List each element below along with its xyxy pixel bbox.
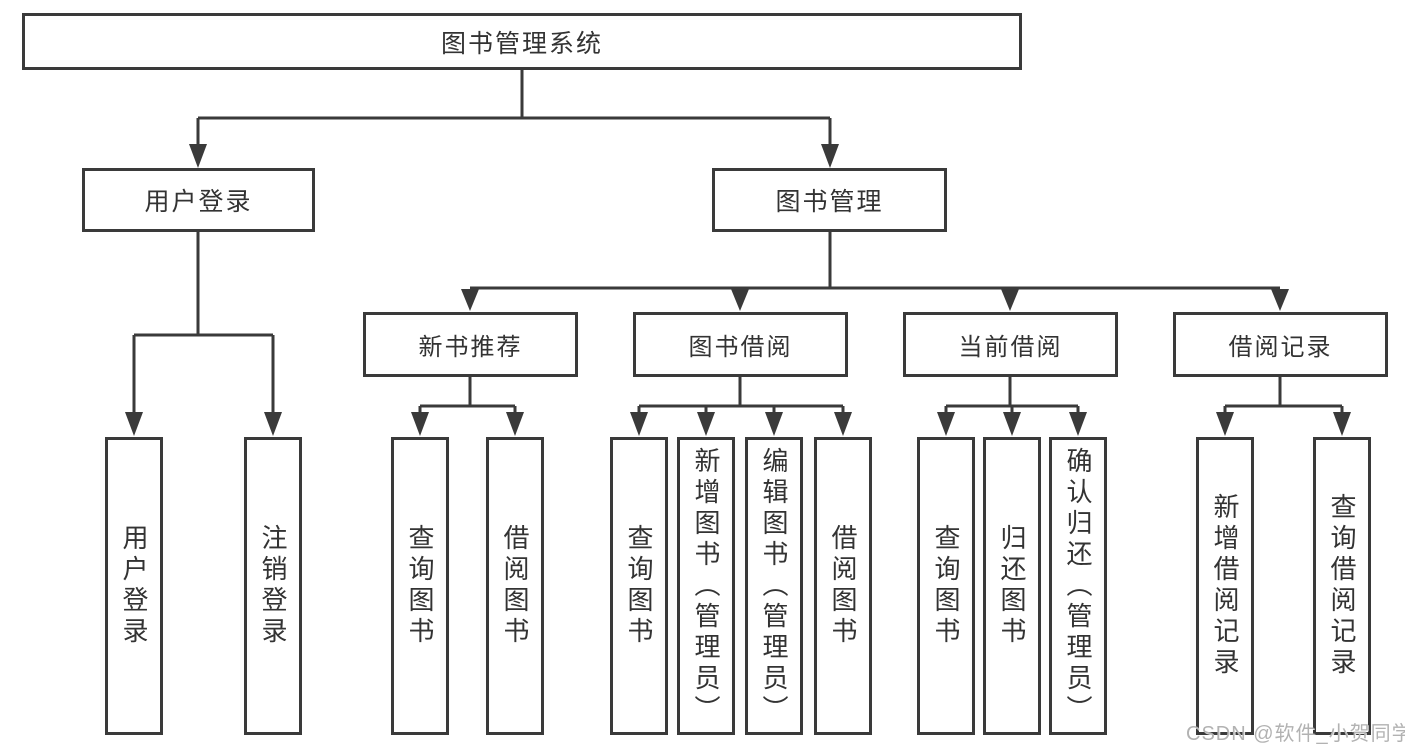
- leaf-logout: 注销登录: [244, 437, 302, 735]
- leaf-user-login: 用户登录: [105, 437, 163, 735]
- node-user-login: 用户登录: [82, 168, 315, 232]
- node-borrow-records: 借阅记录: [1173, 312, 1388, 377]
- leaf-cb-return-book: 归还图书: [983, 437, 1041, 735]
- leaf-bb-borrow-book: 借阅图书: [814, 437, 872, 735]
- node-book-management: 图书管理: [712, 168, 947, 232]
- leaf-br-query-record: 查询借阅记录: [1313, 437, 1371, 735]
- leaf-bb-edit-book-admin: 编辑图书（管理员）: [745, 437, 803, 735]
- leaf-br-add-record: 新增借阅记录: [1196, 437, 1254, 735]
- node-new-book-recommend: 新书推荐: [363, 312, 578, 377]
- leaf-cb-query-book: 查询图书: [917, 437, 975, 735]
- node-root: 图书管理系统: [22, 13, 1022, 70]
- leaf-bb-add-book-admin: 新增图书（管理员）: [677, 437, 735, 735]
- leaf-cb-confirm-return-admin: 确认归还（管理员）: [1049, 437, 1107, 735]
- leaf-nbr-borrow-book: 借阅图书: [486, 437, 544, 735]
- csdn-watermark: CSDN @软件_小贺同学: [1186, 723, 1405, 745]
- node-current-borrow: 当前借阅: [903, 312, 1118, 377]
- node-book-borrow: 图书借阅: [633, 312, 848, 377]
- leaf-bb-query-book: 查询图书: [610, 437, 668, 735]
- leaf-nbr-query-book: 查询图书: [391, 437, 449, 735]
